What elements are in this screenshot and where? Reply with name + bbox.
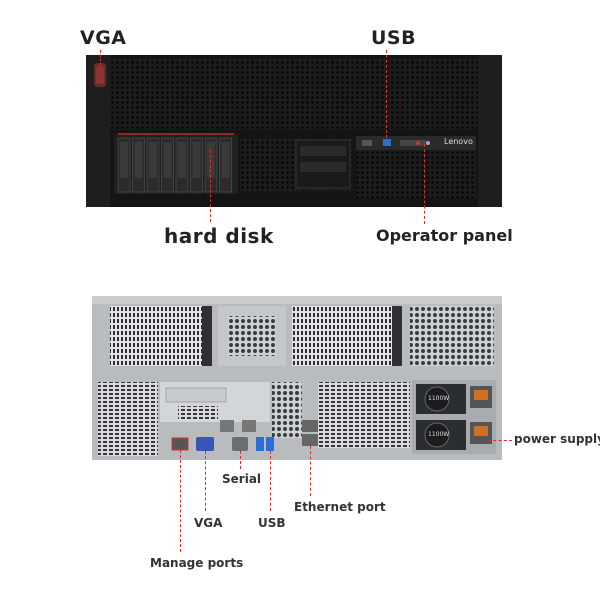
manage-ports-leader (180, 450, 181, 552)
power-supply-leader (488, 440, 512, 441)
hard-disk-label: hard disk (164, 224, 274, 248)
serial-label: Serial (222, 472, 262, 486)
hard-disk-tray-handle (221, 142, 230, 178)
operator-panel-leader (424, 144, 425, 224)
hard-disk-tray-handle (192, 142, 201, 178)
operator-panel (356, 136, 476, 150)
hard-disk-tray-handle (207, 142, 215, 178)
rear-vga-label: VGA (194, 516, 223, 530)
ethernet-port-leader (310, 446, 311, 496)
power-supply-label: power supply (514, 432, 600, 446)
rear-usb-leader (270, 451, 271, 511)
front-usb-leader (386, 50, 387, 138)
hard-disk-tray-handle (134, 142, 143, 178)
rear-usb-label: USB (258, 516, 286, 530)
rear-vga-leader (205, 451, 206, 511)
psu-rating-top: 1100W (428, 395, 450, 402)
ethernet-port-label: Ethernet port (294, 500, 386, 514)
power-supply-units (416, 384, 492, 450)
hard-disk-tray-handle (120, 142, 128, 178)
rear-chassis (92, 296, 502, 460)
hard-disk-leader (210, 150, 211, 222)
hard-disk-tray-handle (163, 142, 172, 178)
front-vga-leader (100, 50, 101, 66)
operator-panel-label: Operator panel (376, 226, 513, 245)
hard-disk-trays (117, 137, 232, 193)
hard-disk-tray-handle (149, 142, 157, 178)
front-vga-label: VGA (80, 27, 127, 49)
psu-rating-bottom: 1100W (428, 431, 450, 438)
front-right-mesh (240, 138, 476, 198)
brand-logo: Lenovo (444, 137, 473, 146)
serial-leader (240, 451, 241, 469)
hard-disk-tray-handle (178, 142, 186, 178)
manage-ports-label: Manage ports (150, 556, 244, 570)
front-usb-label: USB (371, 27, 417, 49)
